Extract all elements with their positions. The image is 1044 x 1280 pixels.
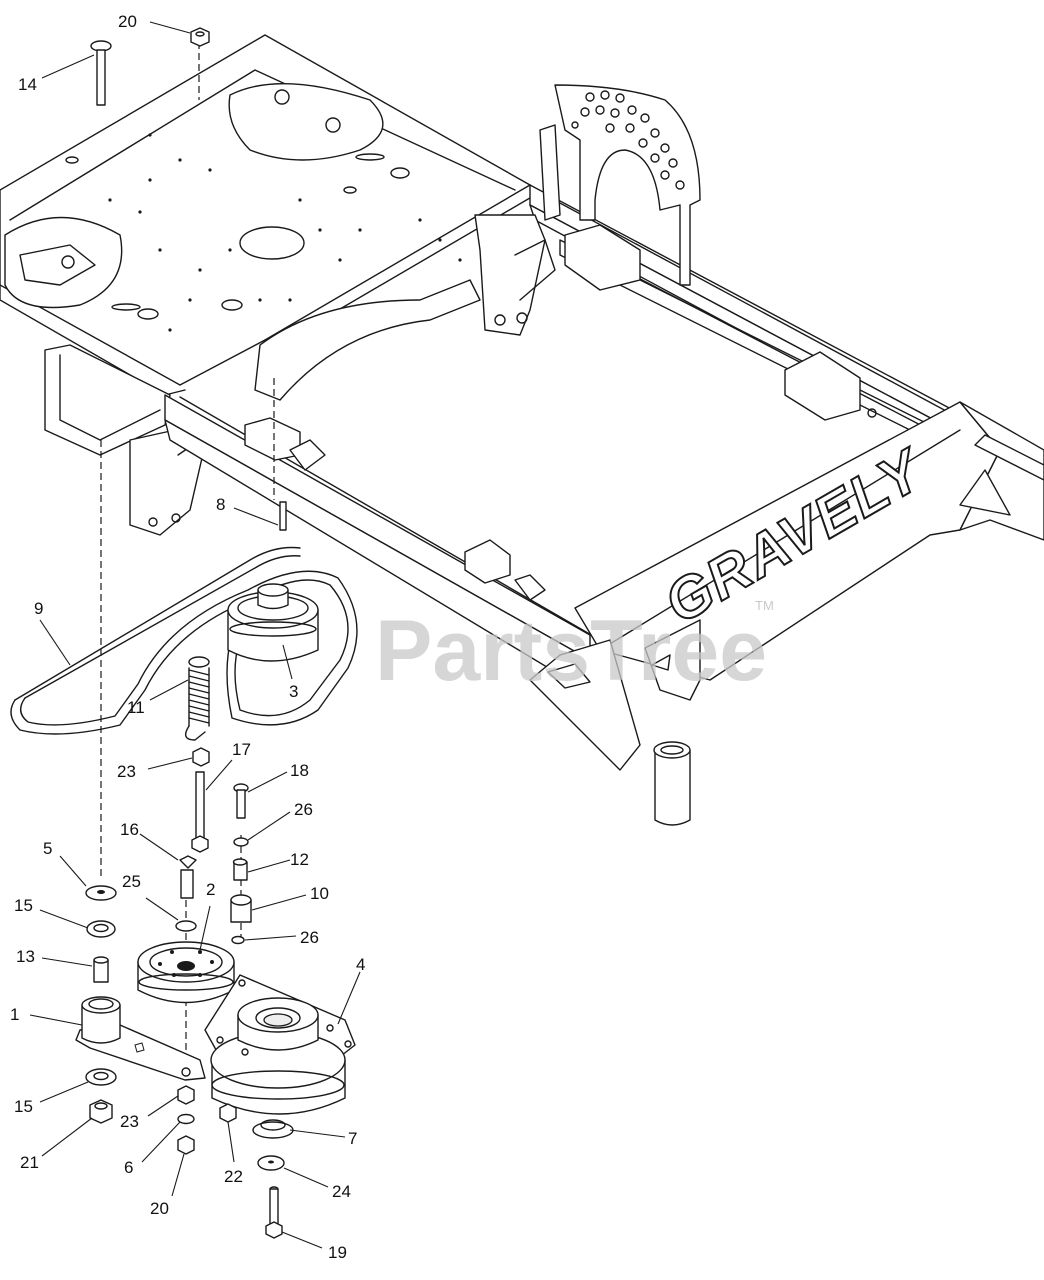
part-21-nut <box>89 1099 113 1124</box>
part-8-pin <box>279 501 287 531</box>
part-13-spacer <box>93 956 109 983</box>
part-23-bottom-nut <box>177 1085 195 1105</box>
watermark: PartsTree <box>375 603 767 699</box>
callout-4: 4 <box>356 955 365 974</box>
part-3-pulley <box>227 583 319 662</box>
part-25-washer <box>175 920 197 932</box>
part-26-bottom-washer <box>231 935 245 945</box>
callout-20-top: 20 <box>118 12 137 31</box>
callout-23-top: 23 <box>117 762 136 781</box>
part-15-bottom-bearing <box>85 1068 117 1086</box>
part-9-belt <box>10 546 358 735</box>
callout-24: 24 <box>332 1182 351 1201</box>
part-6-washer <box>177 1113 195 1125</box>
callout-26-bottom: 26 <box>300 928 319 947</box>
callout-16: 16 <box>120 820 139 839</box>
callout-22: 22 <box>224 1167 243 1186</box>
callout-3: 3 <box>289 682 298 701</box>
part-26-top-washer <box>233 837 249 847</box>
callout-15-bottom: 15 <box>14 1097 33 1116</box>
part-1-idler-arm <box>75 996 206 1081</box>
callout-18: 18 <box>290 761 309 780</box>
part-2-pulley <box>137 941 235 1004</box>
callout-labels: 20 14 8 9 3 11 23 17 18 26 16 12 5 25 2 … <box>10 12 365 1262</box>
callout-26-top: 26 <box>294 800 313 819</box>
callout-15-top: 15 <box>14 896 33 915</box>
part-14-bolt <box>90 40 112 106</box>
part-20-bottom-nut <box>177 1135 195 1155</box>
part-22-nut <box>219 1103 237 1123</box>
callout-12: 12 <box>290 850 309 869</box>
callout-10: 10 <box>310 884 329 903</box>
part-10-bushing <box>230 894 252 923</box>
callout-19: 19 <box>328 1243 347 1262</box>
part-4-clutch <box>204 974 356 1115</box>
callout-1: 1 <box>10 1005 19 1024</box>
frame-chassis: GRAVELY <box>0 34 1044 826</box>
callout-23-bottom: 23 <box>120 1112 139 1131</box>
callout-8: 8 <box>216 495 225 514</box>
part-20-top-nut <box>190 27 210 47</box>
leader-lines <box>29 21 361 1249</box>
part-19-bolt <box>265 1186 283 1239</box>
callout-17: 17 <box>232 740 251 759</box>
callout-25: 25 <box>122 872 141 891</box>
part-18-bolt <box>233 783 249 819</box>
callout-6: 6 <box>124 1158 133 1177</box>
part-7-spacer <box>252 1119 294 1139</box>
callout-14: 14 <box>18 75 37 94</box>
part-12-spacer <box>232 858 248 881</box>
callout-9: 9 <box>34 599 43 618</box>
part-23-top-nut <box>192 747 210 767</box>
part-11-spring <box>184 656 210 741</box>
callout-5: 5 <box>43 839 52 858</box>
callout-2: 2 <box>206 880 215 899</box>
callout-21: 21 <box>20 1153 39 1172</box>
watermark-tm: TM <box>755 598 774 613</box>
callout-13: 13 <box>16 947 35 966</box>
callout-7: 7 <box>348 1129 357 1148</box>
part-17-bolt <box>191 771 209 853</box>
part-15-top-bearing <box>86 920 116 938</box>
callout-20-bottom: 20 <box>150 1199 169 1218</box>
part-5-washer <box>85 885 117 901</box>
callout-11: 11 <box>127 698 145 717</box>
part-24-washer <box>257 1155 285 1171</box>
part-16-key <box>179 855 197 899</box>
